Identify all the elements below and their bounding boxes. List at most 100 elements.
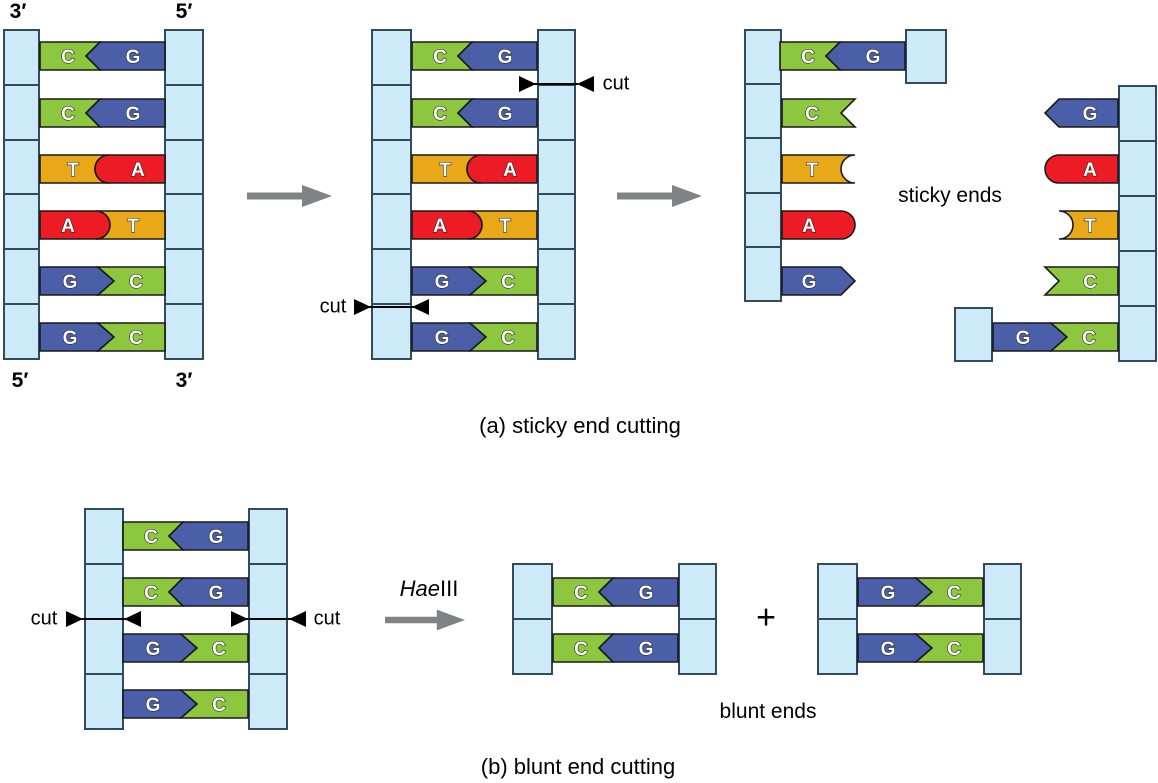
base-letter: C: [61, 104, 75, 125]
backbone-segment: [5, 83, 38, 139]
backbone-rail: [3, 29, 40, 360]
base-pair-cg: C G: [552, 633, 679, 663]
backbone-segment: [250, 563, 286, 618]
backbone-segment: [373, 193, 410, 248]
base-letter: T: [806, 160, 818, 181]
backbone-rail: [1118, 85, 1157, 362]
cut-line: [246, 618, 291, 620]
base-letter: C: [574, 639, 588, 660]
sticky-overhang-a: A: [781, 210, 856, 240]
cut-arrowhead-icon: [354, 299, 371, 315]
base-pair-gc: G C: [857, 633, 984, 663]
base-letter: C: [1083, 272, 1097, 293]
backbone-segment: [514, 565, 551, 618]
base-pair-cg: C G: [122, 577, 249, 607]
base-letter: T: [1084, 216, 1096, 237]
backbone-segment: [539, 138, 574, 194]
backbone-segment: [5, 31, 38, 84]
base-letter: C: [212, 695, 226, 716]
backbone-segment: [1120, 250, 1155, 305]
sticky-overhang-c: C: [781, 98, 857, 128]
backbone-segment: [166, 193, 202, 248]
strand-end-label: 3′: [175, 369, 193, 392]
base-letter: A: [503, 160, 517, 181]
base-letter: G: [126, 104, 141, 125]
base-letter: T: [499, 216, 511, 237]
cut-label: cut: [602, 72, 630, 95]
backbone-segment: [746, 137, 780, 191]
base-pair-gc: G C: [122, 689, 249, 719]
base-letter: G: [1083, 104, 1098, 125]
base-letter: C: [501, 272, 515, 293]
backbone-segment: [250, 618, 286, 673]
base-letter: C: [1082, 328, 1096, 349]
base-pair-cg: C G: [779, 41, 906, 71]
backbone-segment: [166, 31, 202, 84]
cut-arrowhead-icon: [66, 611, 83, 627]
base-pair-gc: G C: [39, 266, 166, 296]
backbone-segment: [956, 309, 991, 360]
backbone-segment: [539, 83, 574, 139]
base-letter: G: [802, 272, 817, 293]
cut-arrowhead-icon: [577, 76, 594, 92]
base-letter: C: [129, 272, 143, 293]
base-pair-ta: T A: [411, 154, 538, 184]
base-pair-cg: C G: [39, 41, 166, 71]
base-letter: G: [881, 583, 896, 604]
base-letter: A: [433, 216, 447, 237]
base-pair-cg: C G: [122, 521, 249, 551]
backbone-rail: [512, 563, 553, 675]
backbone-segment: [86, 510, 122, 563]
base-letter: A: [802, 216, 816, 237]
backbone-segment: [1120, 195, 1155, 250]
cut-line: [533, 83, 578, 85]
base-letter: C: [61, 47, 75, 68]
base-letter: C: [212, 639, 226, 660]
backbone-segment: [819, 565, 856, 618]
base-letter: A: [61, 216, 75, 237]
sticky-overhang-g: G: [1043, 98, 1119, 128]
cut-line: [81, 618, 126, 620]
backbone-rail: [744, 29, 782, 302]
base-letter: G: [146, 695, 161, 716]
base-pair-gc: G C: [411, 266, 538, 296]
sticky-overhang-a: A: [1044, 154, 1119, 184]
process-arrow-icon: [247, 185, 332, 207]
cut-arrowhead-icon: [289, 611, 306, 627]
base-letter: G: [209, 527, 224, 548]
sticky-overhang-c: C: [1043, 266, 1119, 296]
backbone-segment: [746, 31, 780, 83]
base-letter: G: [498, 47, 513, 68]
enzyme-name-italic: Hae: [399, 576, 441, 601]
base-letter: G: [435, 272, 450, 293]
base-letter: C: [574, 583, 588, 604]
base-letter: C: [129, 328, 143, 349]
backbone-segment: [539, 31, 574, 84]
backbone-segment: [250, 510, 286, 563]
backbone-rail: [678, 563, 717, 675]
backbone-segment: [907, 31, 945, 82]
base-letter: C: [433, 47, 447, 68]
base-letter: T: [127, 216, 139, 237]
backbone-segment: [373, 31, 410, 84]
base-letter: A: [1083, 160, 1097, 181]
base-letter: G: [63, 328, 78, 349]
backbone-segment: [514, 618, 551, 673]
backbone-segment: [5, 193, 38, 248]
blunt-ends-label: blunt ends: [719, 700, 817, 723]
backbone-segment: [985, 565, 1020, 618]
strand-end-label: 3′: [9, 0, 27, 23]
backbone-segment: [680, 565, 715, 618]
cut-arrowhead-icon: [412, 299, 429, 315]
backbone-segment: [166, 303, 202, 358]
backbone-rail: [371, 29, 412, 360]
backbone-segment: [250, 673, 286, 728]
base-letter: G: [1016, 328, 1031, 349]
base-letter: C: [433, 104, 447, 125]
backbone-rail: [817, 563, 858, 675]
base-letter: C: [144, 527, 158, 548]
base-letter: G: [639, 583, 654, 604]
backbone-segment: [539, 303, 574, 358]
cut-arrowhead-icon: [519, 76, 536, 92]
